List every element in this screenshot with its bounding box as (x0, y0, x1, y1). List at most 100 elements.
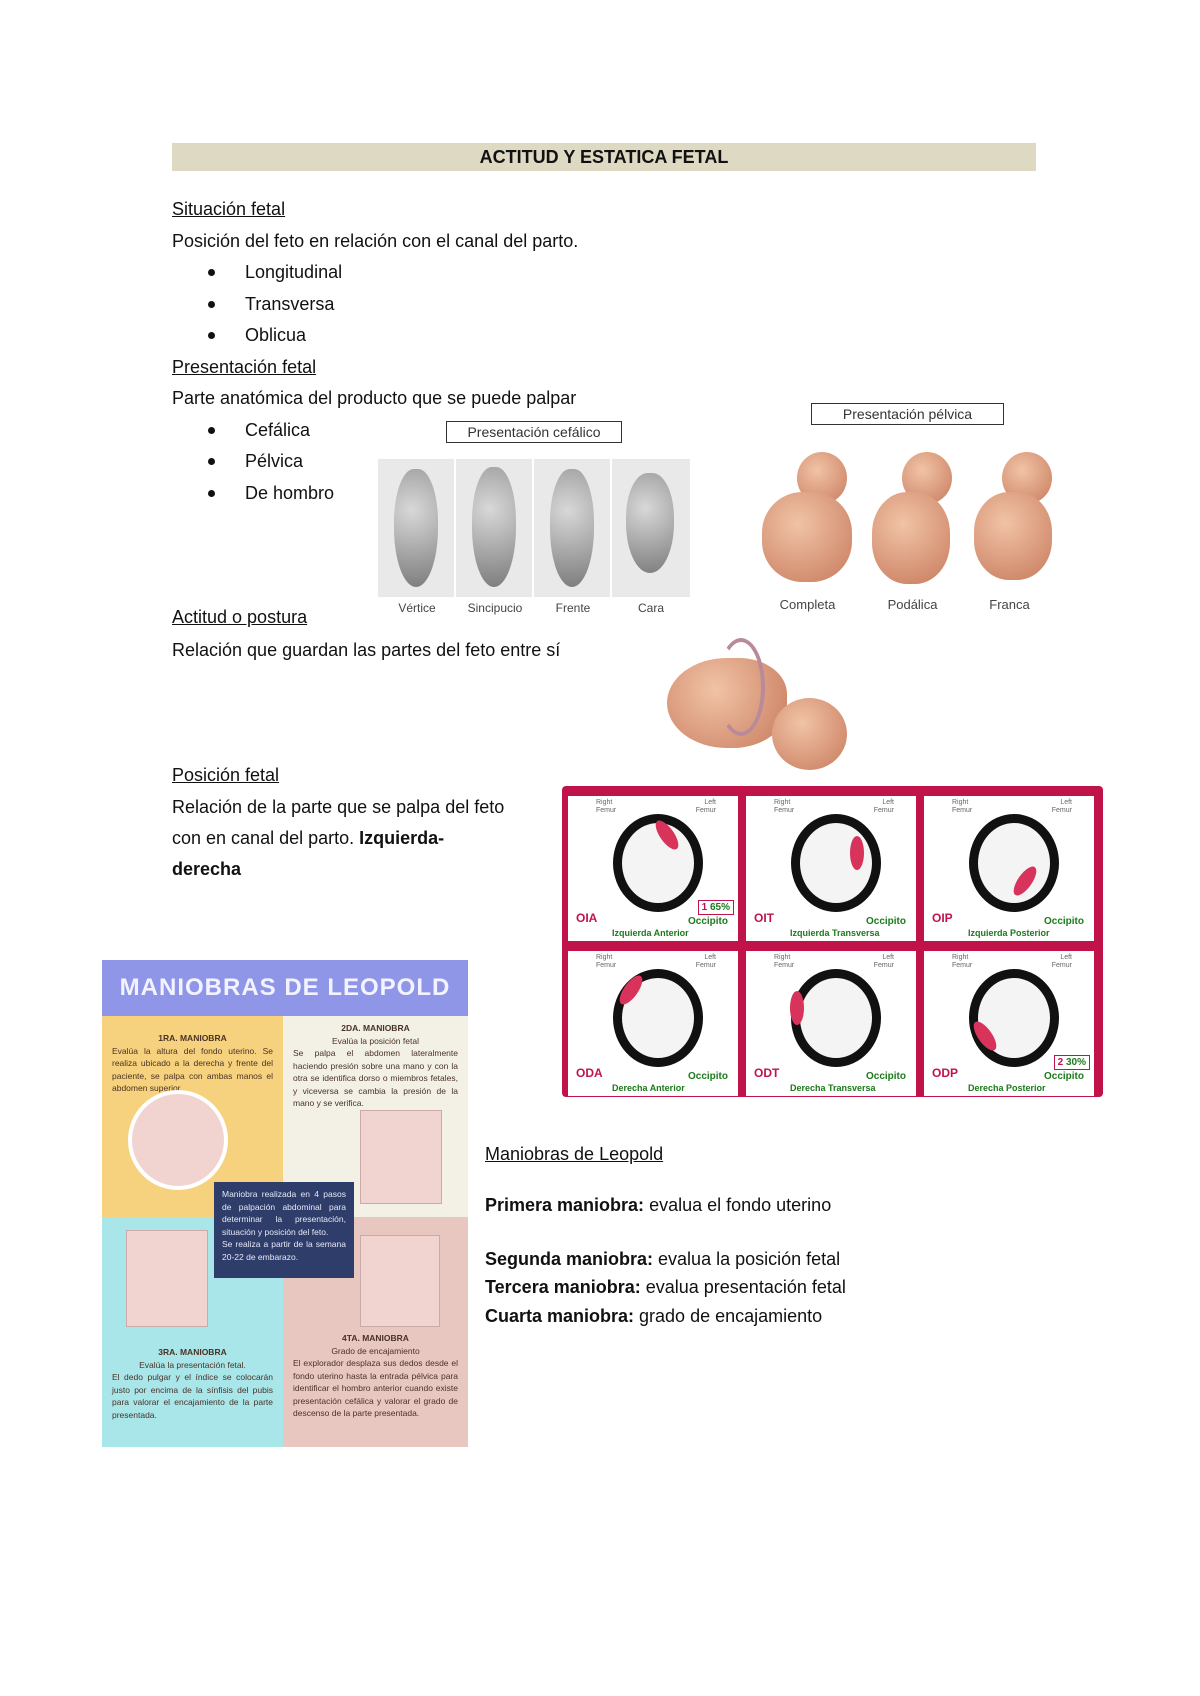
right-femur-label: Right Femur (774, 799, 795, 814)
heading-presentacion: Presentación fetal (172, 357, 317, 377)
list-item: Segunda maniobra: evalua la posición fet… (485, 1249, 840, 1270)
occipito-label: Occipito (1043, 916, 1084, 927)
item-text: evalua presentación fetal (640, 1277, 846, 1297)
rank: 2 (1057, 1057, 1064, 1068)
position-desc: Derecha Posterior (968, 1083, 1046, 1093)
poster-q2: 2DA. MANIOBRA Evalúa la posición fetal S… (283, 1022, 468, 1110)
q2-subtitle: Evalúa la posición fetal (332, 1035, 419, 1046)
item-label: Cuarta maniobra: (485, 1306, 635, 1326)
q2-title: 2DA. MANIOBRA (341, 1023, 410, 1033)
occipito-label: Occipito (687, 916, 728, 927)
q4-title: 4TA. MANIOBRA (342, 1333, 409, 1343)
poster-q1: 1RA. MANIOBRA Evalúa la altura del fondo… (102, 1032, 283, 1095)
poster-center-box: Maniobra realizada en 4 pasos de palpaci… (214, 1182, 354, 1278)
frequency-badge: 2 30% (1053, 1055, 1090, 1070)
center-text-1: Maniobra realizada en 4 pasos de palpaci… (222, 1189, 346, 1237)
position-desc: Izquierda Anterior (612, 928, 689, 938)
list-item-label: Pélvica (245, 451, 304, 471)
caption: Franca (989, 597, 1030, 612)
poster-title: MANIOBRAS DE LEOPOLD (102, 960, 468, 1016)
percent: 65% (709, 902, 730, 913)
list-item-label: Longitudinal (245, 262, 343, 282)
q2-text: Se palpa el abdomen lateralmente haciend… (293, 1048, 458, 1108)
position-desc: Derecha Transversa (790, 1083, 876, 1093)
position-code: ODA (576, 1066, 603, 1080)
q3-title: 3RA. MANIOBRA (158, 1347, 227, 1357)
actitud-text: Relación que guardan las partes del feto… (172, 640, 561, 660)
position-desc: Derecha Anterior (612, 1083, 685, 1093)
fetal-head-ring (791, 814, 881, 912)
q1-text: Evalúa la altura del fondo uterino. Se r… (112, 1045, 273, 1094)
poster-q4: 4TA. MANIOBRA Grado de encajamiento El e… (283, 1332, 468, 1420)
page-title: ACTITUD Y ESTATICA FETAL (172, 143, 1036, 171)
presentacion-text: Parte anatómica del producto que se pued… (172, 388, 577, 408)
item-text: grado de encajamiento (634, 1306, 823, 1326)
left-femur-label: Left Femur (1051, 954, 1072, 969)
caption: Sincipucio (467, 601, 523, 615)
occipito-label: Occipito (687, 1071, 728, 1082)
position-code: OIT (754, 911, 774, 925)
q3-text: El dedo pulgar y el índice se colocarán … (112, 1372, 273, 1420)
caption: Completa (779, 597, 836, 612)
right-femur-label: Right Femur (952, 799, 973, 814)
fetus-attitude-image (667, 638, 850, 774)
fetal-head-ring (969, 969, 1059, 1067)
posicion-bold: Izquierda- (359, 828, 445, 848)
heading-actitud: Actitud o postura (172, 607, 308, 627)
left-femur-label: Left Femur (695, 799, 716, 814)
list-item-label: Cefálica (245, 420, 311, 440)
left-femur-label: Left Femur (873, 799, 894, 814)
left-femur-label: Left Femur (695, 954, 716, 969)
right-femur-label: Right Femur (596, 954, 617, 969)
maneuver-1-illustration (128, 1090, 228, 1190)
pelvica-image (752, 452, 1057, 584)
cefalica-label: Presentación cefálico (446, 421, 622, 443)
leopold-poster: MANIOBRAS DE LEOPOLD 1RA. MANIOBRA Evalú… (102, 960, 468, 1447)
item-label: Segunda maniobra: (485, 1249, 654, 1269)
list-item-label: Oblicua (245, 325, 307, 345)
maneuver-3-illustration (126, 1230, 208, 1327)
position-desc: Izquierda Transversa (790, 928, 880, 938)
occiput-marker (850, 836, 864, 870)
q3-subtitle: Evalúa la presentación fetal. (139, 1359, 246, 1370)
caption: Frente (555, 601, 591, 615)
position-code: ODT (754, 1066, 780, 1080)
heading-leopold: Maniobras de Leopold (485, 1144, 664, 1164)
pelvica-label: Presentación pélvica (811, 403, 1004, 425)
position-desc: Izquierda Posterior (968, 928, 1050, 938)
heading-posicion: Posición fetal (172, 765, 280, 785)
caption: Vértice (398, 601, 436, 615)
occiput-marker (790, 991, 804, 1025)
fetal-head-ring (791, 969, 881, 1067)
maneuver-4-illustration (360, 1235, 440, 1327)
left-femur-label: Left Femur (1051, 799, 1072, 814)
posicion-text: Relación de la parte que se palpa del fe… (172, 797, 505, 817)
occipito-label: Occipito (1043, 1071, 1084, 1082)
rank: 1 (701, 902, 708, 913)
maneuver-2-illustration (360, 1110, 442, 1204)
item-label: Primera maniobra: (485, 1195, 645, 1215)
item-label: Tercera maniobra: (485, 1277, 641, 1297)
q4-subtitle: Grado de encajamiento (331, 1345, 420, 1356)
posicion-bold: derecha (172, 859, 242, 879)
q1-title: 1RA. MANIOBRA (158, 1033, 227, 1043)
right-femur-label: Right Femur (774, 954, 795, 969)
position-code: ODP (932, 1066, 959, 1080)
left-femur-label: Left Femur (873, 954, 894, 969)
caption: Podálica (887, 597, 938, 612)
caption: Cara (637, 601, 664, 615)
position-code: OIA (576, 911, 598, 925)
list-item-label: De hombro (245, 483, 335, 503)
posicion-text-2: con en canal del parto. (172, 828, 355, 848)
right-femur-label: Right Femur (596, 799, 617, 814)
item-text: evalua la posición fetal (653, 1249, 841, 1269)
item-text: evalua el fondo uterino (644, 1195, 832, 1215)
list-item-label: Transversa (245, 294, 335, 314)
q4-text: El explorador desplaza sus dedos desde e… (293, 1358, 458, 1418)
poster-q3: 3RA. MANIOBRA Evalúa la presentación fet… (102, 1346, 283, 1421)
